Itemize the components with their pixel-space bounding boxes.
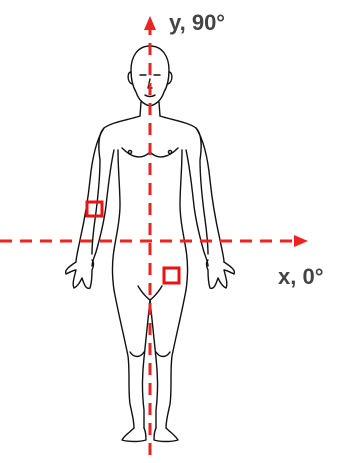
left-hand xyxy=(66,260,94,288)
left-leg-outer xyxy=(114,290,134,428)
left-knee xyxy=(130,352,144,357)
y-axis-arrowhead xyxy=(144,16,156,30)
thigh-marker xyxy=(164,268,179,283)
hip-left xyxy=(113,250,115,290)
right-knee xyxy=(156,352,170,357)
right-hand xyxy=(207,260,235,288)
right-foot xyxy=(154,428,178,442)
left-foot xyxy=(122,428,146,442)
waist-right xyxy=(180,150,186,250)
right-leg-outer xyxy=(166,290,186,428)
forearm-marker xyxy=(87,202,102,216)
x-axis-label: x, 0° xyxy=(278,266,324,288)
x-axis-arrowhead xyxy=(294,235,308,247)
coordinate-axes xyxy=(0,28,296,455)
waist-left xyxy=(114,150,120,250)
y-axis-label: y, 90° xyxy=(169,12,225,34)
hip-right xyxy=(186,250,188,290)
right-arm-inner xyxy=(186,150,208,266)
